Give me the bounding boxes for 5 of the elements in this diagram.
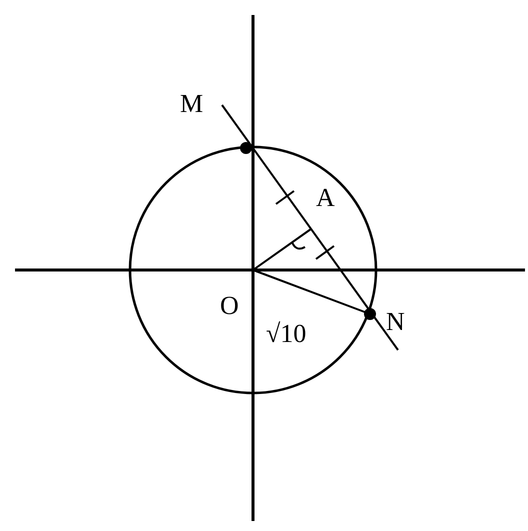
- point-label: √10: [266, 320, 306, 348]
- point-label: O: [220, 292, 239, 320]
- point-label: N: [386, 308, 405, 336]
- point-label: M: [180, 90, 204, 118]
- point-label: A: [316, 184, 335, 212]
